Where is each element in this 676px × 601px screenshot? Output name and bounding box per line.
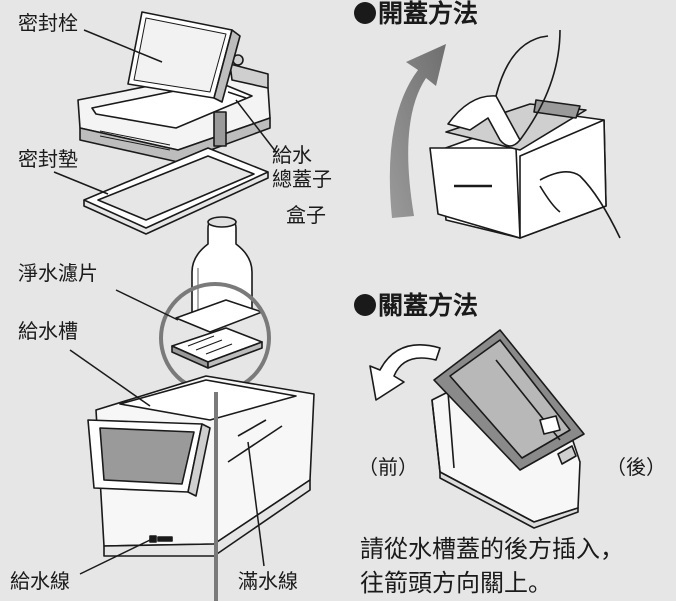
seal-gasket-illustration [83, 147, 269, 235]
back-label: （後） [606, 455, 666, 479]
supply-cover-illustration [77, 11, 271, 163]
open-method-title: 開蓋方法 [354, 0, 478, 28]
close-method-title: 關蓋方法 [354, 292, 478, 320]
box-illustration [175, 216, 263, 333]
open-method-illustration [389, 29, 621, 239]
full-line-label: 滿水線 [238, 569, 298, 593]
seal-gasket-label: 密封墊 [18, 147, 78, 171]
bullet-icon [354, 2, 376, 24]
tank-label: 給水槽 [18, 319, 78, 343]
bullet-icon [354, 294, 376, 316]
instruction-line1: 請從水槽蓋的後方插入， [360, 535, 624, 563]
tank-illustration [87, 375, 315, 557]
box-label: 盒子 [286, 203, 326, 227]
cover-label-line2: 總蓋子 [272, 167, 332, 191]
filter-label: 淨水濾片 [18, 261, 98, 285]
front-label: （前） [358, 455, 418, 479]
close-method-illustration [369, 329, 585, 529]
leader-lines [53, 29, 277, 575]
instruction-line2: 往箭頭方向關上。 [360, 569, 552, 597]
seal-plug-label: 密封栓 [18, 11, 78, 35]
supply-line-label: 給水線 [10, 569, 70, 593]
filter-illustration [171, 327, 263, 369]
cover-label-line1: 給水 [272, 143, 312, 167]
